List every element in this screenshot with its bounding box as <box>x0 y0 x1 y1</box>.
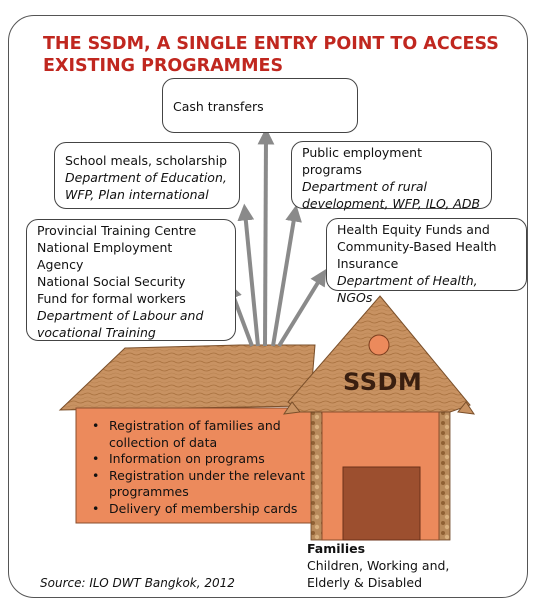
training-line-5: Fund for formal workers <box>37 291 186 306</box>
training-line-4: National Social Security <box>37 274 186 289</box>
training-dept-2: vocational Training <box>37 325 156 340</box>
ssdm-house-label: SSDM <box>343 368 423 396</box>
families-caption: Families Children, Working and, Elderly … <box>307 540 487 591</box>
public-dept-2: development, WFP, ILO, ADB <box>302 196 481 211</box>
right-pillar <box>438 411 451 541</box>
box-training-centre: Provincial Training Centre National Empl… <box>26 219 236 341</box>
health-line-2: Community-Based Health <box>337 239 497 254</box>
box-cash-transfers: Cash transfers <box>162 78 358 133</box>
diagram-frame <box>8 15 528 598</box>
box-school-meals: School meals, scholarship Department of … <box>54 142 240 209</box>
door <box>342 466 421 541</box>
source-note: Source: ILO DWT Bangkok, 2012 <box>40 576 235 590</box>
left-roof <box>58 344 316 411</box>
school-line-1: School meals, scholarship <box>65 153 227 168</box>
arrow-to-school <box>237 203 260 347</box>
health-line-1: Health Equity Funds and <box>337 222 490 237</box>
service-item: Registration under the relevant programm… <box>87 468 309 501</box>
health-dept-1: Department of Health, NGOs <box>337 273 478 305</box>
service-item: Delivery of membership cards <box>87 501 309 518</box>
school-dept-2: WFP, Plan international <box>65 187 209 202</box>
training-line-3: Agency <box>37 257 84 272</box>
health-line-3: Insurance <box>337 256 399 271</box>
arrow-to-public <box>271 204 302 347</box>
left-pillar <box>310 411 323 541</box>
box-health-equity: Health Equity Funds and Community-Based … <box>326 218 527 305</box>
cash-line-1: Cash transfers <box>173 99 264 114</box>
school-dept-1: Department of Education, <box>65 170 227 185</box>
public-line-2: programs <box>302 162 362 177</box>
training-dept-1: Department of Labour and <box>37 308 204 323</box>
arrow-to-cash <box>257 127 275 347</box>
roof-window <box>368 334 390 356</box>
training-line-1: Provincial Training Centre <box>37 223 197 238</box>
training-line-2: National Employment <box>37 240 173 255</box>
service-item: Registration of families and collection … <box>87 418 309 451</box>
box-public-employment: Public employment programs Department of… <box>291 141 492 211</box>
title-line-1: THE SSDM, A SINGLE ENTRY POINT TO ACCESS <box>43 34 499 54</box>
public-line-1: Public employment <box>302 145 422 160</box>
families-heading: Families <box>307 541 366 556</box>
services-list: Registration of families and collection … <box>87 418 309 517</box>
diagram-title: THE SSDM, A SINGLE ENTRY POINT TO ACCESS… <box>43 33 503 77</box>
service-item: Information on programs <box>87 451 309 468</box>
arrow-to-health <box>277 268 327 348</box>
families-description: Children, Working and, Elderly & Disable… <box>307 558 450 590</box>
title-line-2: EXISTING PROGRAMMES <box>43 56 284 76</box>
public-dept-1: Department of rural <box>302 179 427 194</box>
